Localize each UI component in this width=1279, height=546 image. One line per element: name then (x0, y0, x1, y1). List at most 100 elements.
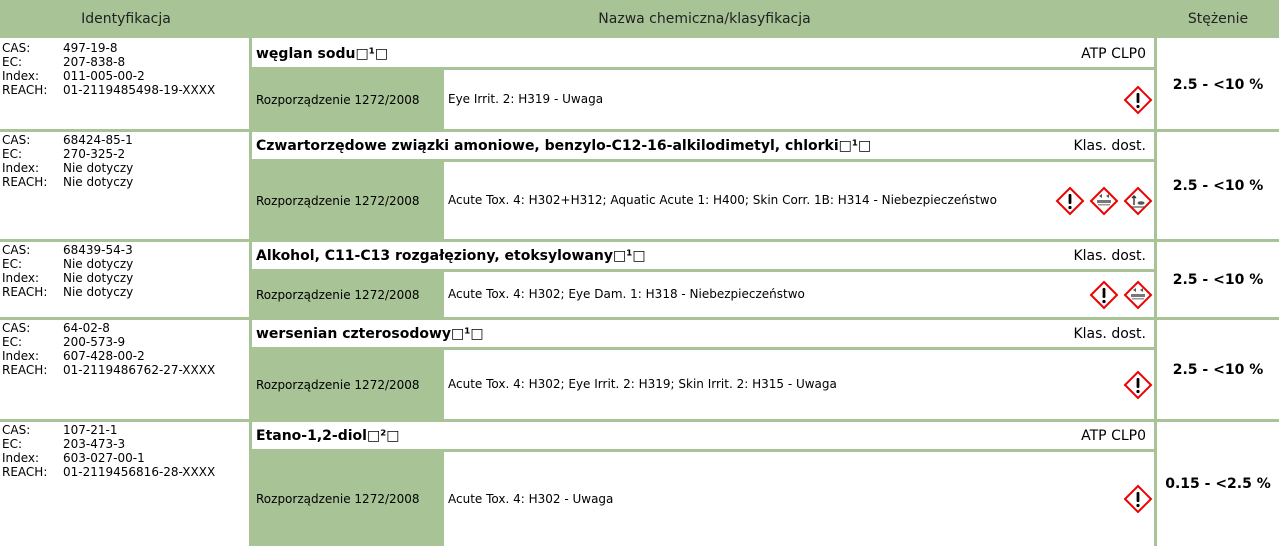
substance-name: Etano-1,2-diol□²□ (256, 427, 400, 444)
identifier-value: Nie dotyczy (63, 285, 134, 299)
classification-text: Acute Tox. 4: H302; Eye Irrit. 2: H319; … (448, 350, 1028, 419)
row-divider (0, 239, 1279, 242)
identifier-line: CAS:68424-85-1 (2, 133, 252, 147)
classification-text: Acute Tox. 4: H302 - Uwaga (448, 452, 1028, 546)
identifier-line: CAS: 68439-54-3 (2, 243, 252, 257)
regulation-label: Rozporządzenie 1272/2008 (252, 452, 444, 546)
classification-text: Acute Tox. 4: H302+H312; Aquatic Acute 1… (448, 162, 1028, 239)
identifier-value: 01-2119485498-19-XXXX (63, 83, 216, 97)
identifier-key: EC: (2, 147, 23, 161)
identifier-key: REACH: (2, 363, 48, 377)
identifier-key: Index: (2, 271, 40, 285)
exclamation-mark-icon (1123, 85, 1153, 115)
classification-value: Acute Tox. 4: H302; Eye Irrit. 2: H319; … (448, 377, 837, 391)
identifier-line: CAS:497-19-8 (2, 41, 252, 55)
identifier-line: CAS:64-02-8 (2, 321, 252, 335)
classification-source: ATP CLP0 (1081, 427, 1146, 444)
identifier-key: EC: (2, 335, 23, 349)
substance-name: węglan sodu□¹□ (256, 45, 389, 62)
concentration-value: 2.5 - <10 % (1172, 271, 1264, 288)
identifier-value: Nie dotyczy (63, 175, 134, 189)
concentration-value: 0.15 - <2.5 % (1165, 476, 1271, 492)
classification-text: Eye Irrit. 2: H319 - Uwaga (448, 70, 1028, 129)
identifier-key: Index: (2, 349, 40, 363)
classification-source: ATP CLP0 (1081, 45, 1146, 62)
header-concentration: Stężenie (1157, 0, 1279, 38)
identifier-value: 603-027-00-1 (63, 451, 145, 465)
identifier-value: 01-2119456816-28-XXXX (63, 465, 216, 479)
identifier-line: Index:603-027-00-1 (2, 451, 252, 465)
name-divider (252, 269, 1157, 272)
header-chemical-name: Nazwa chemiczna/klasyfikacja (252, 0, 1157, 38)
identifier-value: 270-325-2 (63, 147, 126, 161)
substance-name-bar: węglan sodu□¹□ ATP CLP0 (252, 40, 1154, 67)
hazard-pictograms (1123, 452, 1153, 546)
concentration-column-divider (1154, 38, 1157, 546)
substance-name-bar: Czwartorzędowe związki amoniowe, benzylo… (252, 132, 1154, 159)
classification-value: Eye Irrit. 2: H319 - Uwaga (448, 92, 604, 106)
row-divider (0, 317, 1279, 320)
identifier-value: 68439-54-3 (63, 243, 133, 257)
classification-value: Acute Tox. 4: H302; Eye Dam. 1: H318 - N… (448, 287, 805, 301)
identifier-key: CAS: (2, 321, 31, 335)
concentration-value: 2.5 - <10 % (1172, 76, 1264, 93)
identifier-line: EC: 203-473-3 (2, 437, 252, 451)
substance-name: Alkohol, C11-C13 rozgałęziony, etoksylow… (256, 247, 646, 264)
hazard-pictograms (1123, 70, 1153, 129)
regulation-label: Rozporządzenie 1272/2008 (252, 162, 444, 239)
identifier-line: REACH: Nie dotyczy (2, 285, 252, 299)
substance-name-bar: wersenian czterosodowy□¹□Klas. dost. (252, 320, 1154, 347)
identifier-key: CAS: (2, 133, 31, 147)
classification-source: Klas. dost. (1073, 137, 1146, 154)
corrosion-icon (1123, 280, 1153, 310)
identifier-key: Index: (2, 69, 40, 83)
exclamation-mark-icon (1089, 280, 1119, 310)
regulation-label: Rozporządzenie 1272/2008 (252, 272, 444, 317)
concentration-value: 2.5 - <10 % (1172, 361, 1264, 378)
identifier-line: Index:Nie dotyczy (2, 161, 252, 175)
identifier-key: EC: (2, 437, 23, 451)
identifier-value: Nie dotyczy (63, 161, 134, 175)
identifier-line: REACH:01-2119456816-28-XXXX (2, 465, 252, 479)
row-divider (0, 129, 1279, 132)
substance-name-bar: Etano-1,2-diol□²□ ATP CLP0 (252, 422, 1154, 449)
header-identification: Identyfikacja (0, 0, 252, 38)
identifier-line: EC: 207-838-8 (2, 55, 252, 69)
identifier-key: CAS: (2, 243, 31, 257)
identifier-line: Index:607-428-00-2 (2, 349, 252, 363)
identifier-value: 207-838-8 (63, 55, 126, 69)
identifier-line: Index: Nie dotyczy (2, 271, 252, 285)
exclamation-mark-icon (1123, 484, 1153, 514)
identifier-value: 107-21-1 (63, 423, 118, 437)
hazard-pictograms (1089, 272, 1153, 317)
identifier-key: REACH: (2, 175, 48, 189)
classification-value: Acute Tox. 4: H302 - Uwaga (448, 491, 614, 506)
identifier-line: CAS: 107-21-1 (2, 423, 252, 437)
regulation-label: Rozporządzenie 1272/2008 (252, 70, 444, 129)
identifier-value: 01-2119486762-27-XXXX (63, 363, 216, 377)
concentration-value: 2.5 - <10 % (1172, 177, 1264, 194)
identifier-key: EC: (2, 55, 23, 69)
environment-icon (1123, 186, 1153, 216)
identifier-key: REACH: (2, 83, 48, 97)
id-column-divider (249, 38, 252, 546)
name-divider (252, 449, 1157, 452)
corrosion-icon (1089, 186, 1119, 216)
name-divider (252, 159, 1157, 162)
exclamation-mark-icon (1055, 186, 1085, 216)
identifier-key: CAS: (2, 423, 31, 437)
identifier-value: Nie dotyczy (63, 271, 134, 285)
substance-name: wersenian czterosodowy□¹□ (256, 325, 484, 342)
identifier-key: EC: (2, 257, 23, 271)
identifier-value: Nie dotyczy (63, 257, 134, 271)
substance-name-bar: Alkohol, C11-C13 rozgałęziony, etoksylow… (252, 242, 1154, 269)
classification-value: Acute Tox. 4: H302+H312; Aquatic Acute 1… (448, 193, 997, 207)
identifier-key: REACH: (2, 285, 48, 299)
identifier-value: 200-573-9 (63, 335, 126, 349)
identifier-value: 203-473-3 (63, 437, 126, 451)
